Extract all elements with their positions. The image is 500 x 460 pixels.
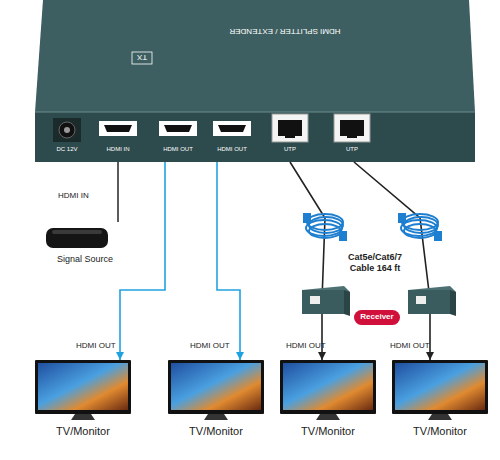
tv-screen bbox=[171, 363, 261, 410]
rj45-port bbox=[334, 114, 370, 142]
connector-line bbox=[217, 162, 240, 360]
receiver-box bbox=[408, 286, 456, 316]
tv-stand bbox=[71, 414, 95, 420]
tv-monitor: TV/Monitor bbox=[392, 360, 488, 442]
tv-stand bbox=[204, 414, 228, 420]
node-caption: TV/Monitor bbox=[158, 425, 274, 438]
node-caption: TV/Monitor bbox=[270, 425, 386, 438]
signal-label: HDMI OUT bbox=[286, 341, 326, 350]
set-top-box bbox=[40, 222, 130, 252]
arrow-head bbox=[236, 352, 244, 360]
hdmi-port bbox=[159, 121, 197, 136]
receiver-box bbox=[302, 286, 350, 316]
tv-shape bbox=[392, 360, 488, 422]
connector-line bbox=[120, 162, 165, 360]
port-label: UTP bbox=[327, 146, 377, 153]
signal-label: HDMI IN bbox=[58, 191, 89, 200]
tv-monitor: TV/Monitor bbox=[168, 360, 264, 442]
hdmi-socket bbox=[218, 125, 246, 132]
cable-connector bbox=[290, 162, 326, 360]
signal-label: HDMI OUT bbox=[390, 341, 430, 350]
set-top-body bbox=[46, 228, 108, 248]
hdmi-socket bbox=[164, 125, 192, 132]
device-title: HDMI SPLITTER / EXTENDER bbox=[215, 27, 355, 36]
hdmi-port bbox=[213, 121, 251, 136]
tv-bezel bbox=[280, 360, 376, 414]
receiver-tag: Receiver bbox=[354, 310, 400, 325]
set-top-shine bbox=[52, 230, 102, 234]
cable-connector bbox=[116, 162, 165, 360]
port-label: HDMI IN bbox=[93, 146, 143, 153]
tv-shape bbox=[168, 360, 264, 422]
node-caption: TV/Monitor bbox=[382, 425, 498, 438]
tv-screen bbox=[395, 363, 485, 410]
tv-stand bbox=[428, 414, 452, 420]
device-front bbox=[35, 112, 475, 162]
cable-note: Cat5e/Cat6/7 Cable 164 ft bbox=[338, 252, 412, 274]
port-label: HDMI OUT bbox=[153, 146, 203, 153]
cable-coil bbox=[304, 214, 346, 240]
rj45-notch bbox=[285, 133, 295, 138]
tx-frame bbox=[132, 52, 152, 64]
node-caption: TV/Monitor bbox=[25, 425, 141, 438]
connector-line bbox=[290, 162, 325, 360]
tag-text: Receiver bbox=[354, 312, 400, 321]
tv-bezel bbox=[168, 360, 264, 414]
signal-source: Signal Source bbox=[40, 222, 130, 270]
tv-monitor: TV/Monitor bbox=[280, 360, 376, 442]
device-body bbox=[35, 0, 475, 162]
connector-line bbox=[117, 162, 119, 222]
signal-label: HDMI OUT bbox=[76, 341, 116, 350]
tv-monitor: TV/Monitor bbox=[35, 360, 131, 442]
dc-jack bbox=[53, 118, 81, 142]
dc-jack-ring bbox=[59, 122, 75, 138]
tv-bezel bbox=[35, 360, 131, 414]
hdmi-port bbox=[99, 121, 137, 136]
cable-coil bbox=[399, 214, 441, 240]
tv-shape bbox=[35, 360, 131, 422]
device-top bbox=[35, 0, 475, 112]
tv-screen bbox=[38, 363, 128, 410]
hdmi-socket bbox=[104, 125, 132, 132]
rj45-notch bbox=[347, 133, 357, 138]
node-caption: Signal Source bbox=[40, 254, 130, 264]
splitter-device: HDMI SPLITTER / EXTENDER TX DC 12VHDMI IN H… bbox=[35, 0, 475, 162]
port-label: HDMI OUT bbox=[207, 146, 257, 153]
tv-stand bbox=[316, 414, 340, 420]
tv-shape bbox=[280, 360, 376, 422]
device-edge bbox=[35, 112, 475, 113]
port-label: DC 12V bbox=[42, 146, 92, 153]
dc-jack-pin bbox=[64, 127, 70, 133]
tv-screen bbox=[283, 363, 373, 410]
port-label: UTP bbox=[265, 146, 315, 153]
arrow-head bbox=[426, 352, 434, 360]
signal-label: HDMI OUT bbox=[190, 341, 230, 350]
cable-connector bbox=[217, 162, 244, 360]
device-badge: TX bbox=[132, 53, 152, 62]
arrow-head bbox=[116, 352, 124, 360]
cable-connector bbox=[118, 162, 119, 222]
arrow-head bbox=[318, 352, 326, 360]
tv-bezel bbox=[392, 360, 488, 414]
rj45-port bbox=[272, 114, 308, 142]
